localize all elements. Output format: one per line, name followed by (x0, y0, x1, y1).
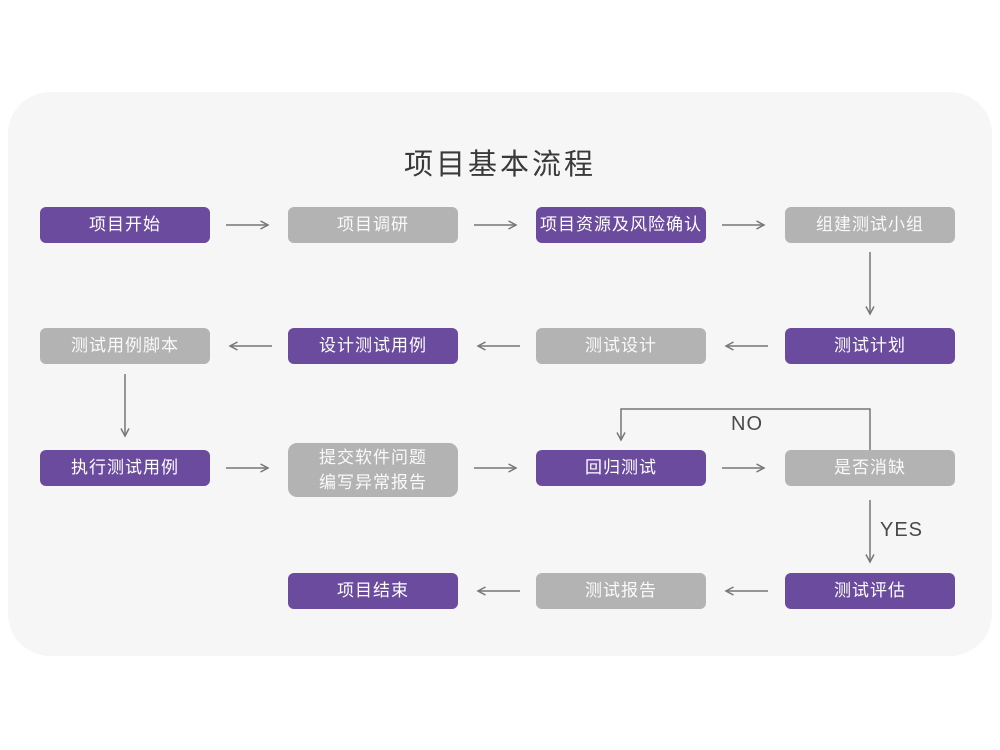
edge-label-yes: YES (880, 519, 924, 541)
node-resources-risk-confirm: 项目资源及风险确认 (536, 207, 706, 243)
node-submit-issues-report: 提交软件问题 编写异常报告 (288, 443, 458, 497)
node-build-test-team: 组建测试小组 (785, 207, 955, 243)
node-execute-test-cases: 执行测试用例 (40, 450, 210, 486)
node-test-plan: 测试计划 (785, 328, 955, 364)
node-project-end: 项目结束 (288, 573, 458, 609)
node-project-start: 项目开始 (40, 207, 210, 243)
node-regression-test: 回归测试 (536, 450, 706, 486)
node-test-report: 测试报告 (536, 573, 706, 609)
edge-label-no: NO (731, 413, 763, 435)
node-test-case-scripts: 测试用例脚本 (40, 328, 210, 364)
page-title: 项目基本流程 (403, 149, 596, 181)
node-test-evaluation: 测试评估 (785, 573, 955, 609)
node-project-research: 项目调研 (288, 207, 458, 243)
flowchart-card (8, 92, 992, 656)
node-defect-resolved: 是否消缺 (785, 450, 955, 486)
node-test-design: 测试设计 (536, 328, 706, 364)
node-design-test-cases: 设计测试用例 (288, 328, 458, 364)
